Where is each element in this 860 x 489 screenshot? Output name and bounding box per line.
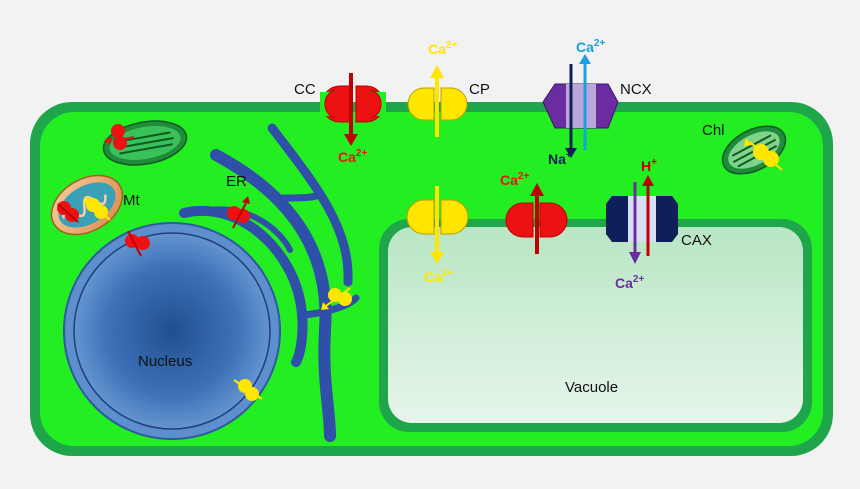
transporter-er-red: [227, 196, 250, 229]
label-cc: CC: [294, 81, 316, 98]
ion-ca-cax: Ca2+: [615, 274, 644, 291]
label-er: ER: [226, 173, 247, 190]
ca-pump-plasma-membrane: [407, 65, 468, 137]
ncx-exchanger: [542, 54, 619, 158]
label-nucleus: Nucleus: [138, 353, 192, 370]
ca-channel-plasma-membrane: [320, 73, 386, 146]
transporter-chloroplast-right: [744, 138, 783, 171]
label-vacuole: Vacuole: [565, 379, 618, 396]
nucleus: [73, 232, 271, 430]
transporter-nucleus-red: [125, 230, 150, 257]
ion-ca-cp-top: Ca2+: [428, 40, 457, 57]
ca-pump-tonoplast: [406, 186, 469, 264]
endoplasmic-reticulum: [179, 123, 360, 442]
transporter-nucleus-yellow: [233, 379, 263, 401]
ion-h-cax: H+: [641, 157, 657, 174]
label-mt: Mt: [123, 192, 140, 209]
label-cp: CP: [469, 81, 490, 98]
ca-channel-tonoplast: [505, 183, 568, 254]
ion-ca-cp-tonoplast: Ca2+: [424, 268, 453, 285]
ion-ca-cc-tonoplast: Ca2+: [500, 171, 529, 188]
label-ncx: NCX: [620, 81, 652, 98]
vacuole: [388, 227, 803, 423]
cax-exchanger: [606, 175, 678, 264]
label-chl: Chl: [702, 122, 725, 139]
transporter-mitochondrion: [57, 196, 111, 223]
ion-ca-ncx-top: Ca2+: [576, 38, 605, 55]
ion-na-ncx: Na+: [548, 150, 572, 167]
ion-ca-cc-bottom: Ca2+: [338, 148, 367, 165]
label-cax: CAX: [681, 232, 712, 249]
transporter-chloroplast-left: [104, 124, 135, 150]
transporter-er-yellow: [321, 287, 352, 310]
